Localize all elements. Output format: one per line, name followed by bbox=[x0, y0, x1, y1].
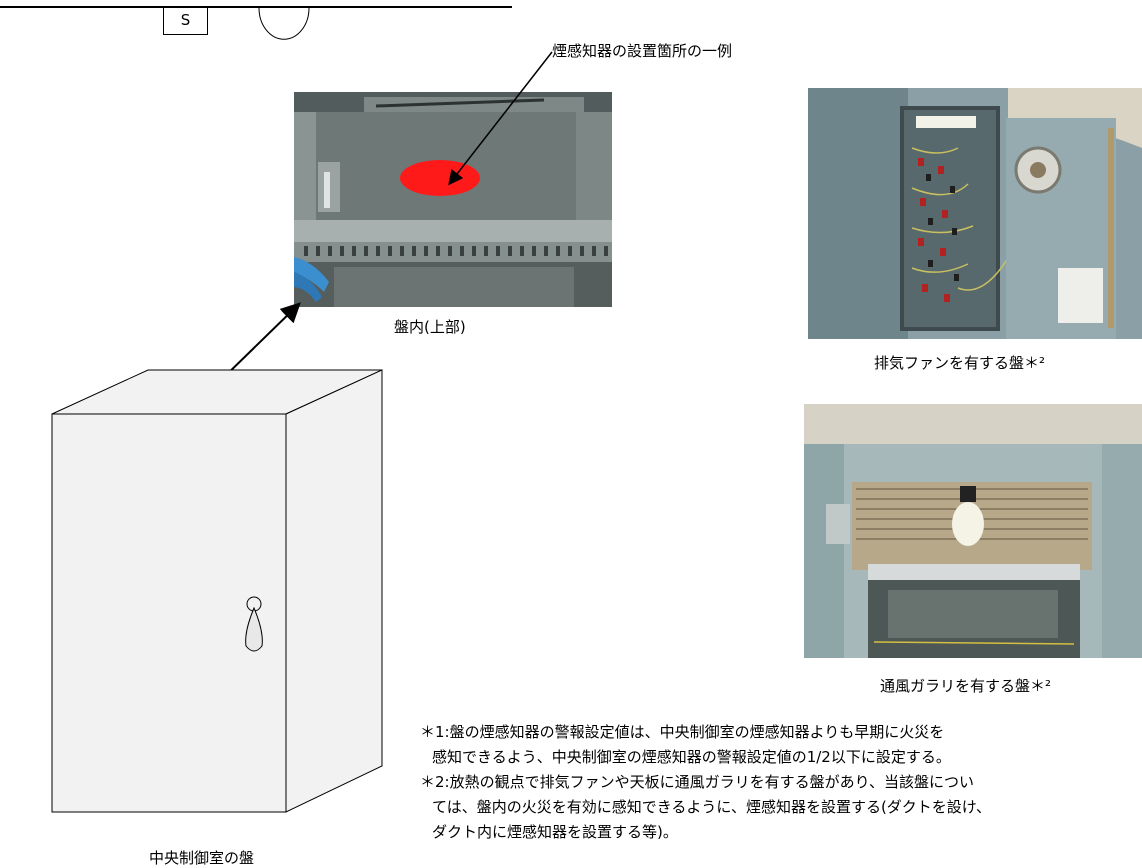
note-1-line-2: 感知できるよう、中央制御室の煙感知器の警報設定値の1/2以下に設定する。 bbox=[432, 748, 951, 766]
photo-exhaust-fan-caption: 排気ファンを有する盤＊² bbox=[874, 354, 1046, 372]
photo-interior-top bbox=[294, 92, 612, 307]
cabinet-handle-icon bbox=[245, 596, 263, 652]
photo-ventilation-caption: 通風ガラリを有する盤＊² bbox=[880, 677, 1052, 695]
note-2-line-1: ＊2:放熱の観点で排気ファンや天板に通風ガラリを有する盤があり、当該盤につい bbox=[420, 773, 975, 791]
legend-line bbox=[0, 6, 512, 8]
smoke-detector-symbol-label: S bbox=[180, 11, 191, 29]
cabinet-caption: 中央制御室の盤 bbox=[149, 849, 255, 867]
photo-exhaust-fan-panel bbox=[808, 88, 1142, 339]
callout-text: 煙感知器の設置箇所の一例 bbox=[552, 42, 733, 60]
photo-interior-top-caption: 盤内(上部) bbox=[394, 318, 466, 336]
note-2-line-3: ダクト内に煙感知器を設置する等)。 bbox=[432, 823, 678, 841]
note-1-line-1: ＊1:盤の煙感知器の警報設定値は、中央制御室の煙感知器よりも早期に火災を bbox=[420, 723, 945, 741]
callout-arrow bbox=[448, 51, 553, 186]
smoke-detector-symbol: S bbox=[163, 7, 208, 35]
heat-detector-symbol-icon bbox=[258, 7, 310, 40]
note-2-line-2: ては、盤内の火災を有効に感知できるように、煙感知器を設置する(ダクトを設け、 bbox=[432, 798, 992, 816]
photo-ventilation-panel bbox=[804, 404, 1142, 658]
control-room-cabinet bbox=[51, 369, 383, 813]
